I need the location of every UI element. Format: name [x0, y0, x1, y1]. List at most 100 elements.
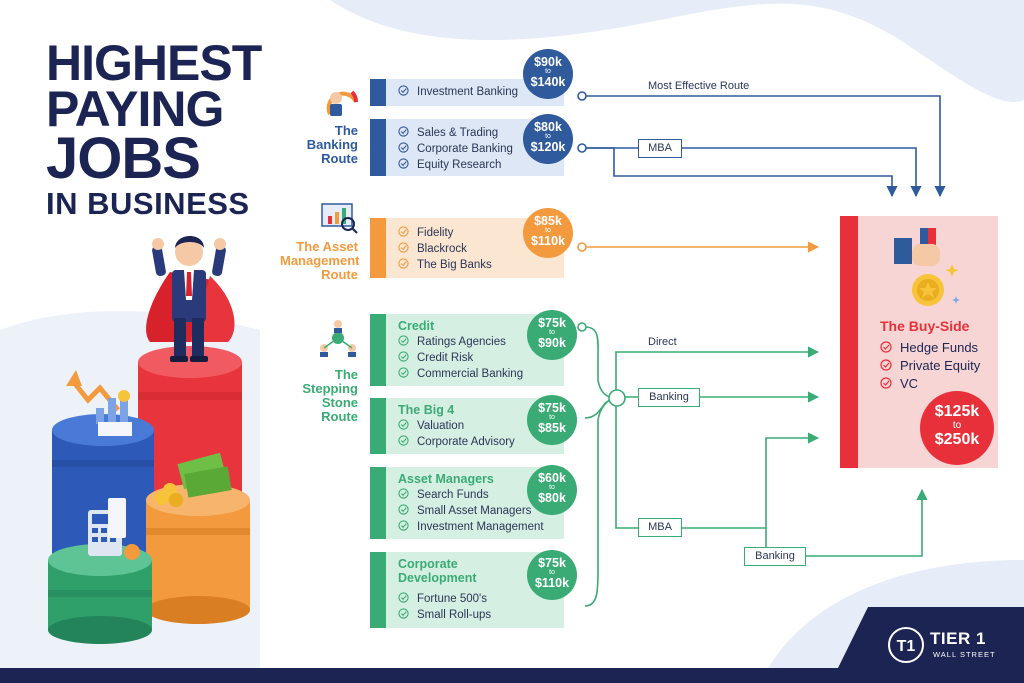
list-item: Corporate Banking	[398, 142, 513, 155]
asset-management-route-icon	[321, 203, 358, 234]
badge-high: $90k	[538, 336, 566, 350]
asset-route-label: The Asset Management Route	[280, 239, 360, 282]
stepping-route-label-line: Stone	[321, 395, 358, 410]
badge-high: $85k	[538, 421, 566, 435]
list-item-label: Investment Management	[417, 521, 544, 533]
title-line-paying: PAYING	[46, 81, 224, 137]
list-item: Fidelity	[398, 226, 453, 239]
buy-side-card: The Buy-Side Hedge Funds Private Equity …	[840, 216, 998, 468]
list-item-label: Small Asset Managers	[417, 505, 532, 517]
check-circle-icon	[398, 142, 409, 153]
banking-route-label-line: Route	[321, 151, 358, 166]
podium-illustration	[48, 236, 250, 644]
list-item-label: Corporate Advisory	[417, 436, 515, 448]
check-circle-icon	[398, 85, 409, 96]
mba-flow-box-lower: MBA	[638, 518, 682, 537]
list-item: Valuation	[398, 419, 464, 432]
check-circle-icon	[880, 341, 892, 353]
list-item-label: Private Equity	[900, 358, 981, 373]
card-heading-line: Development	[398, 571, 477, 585]
card-asset-management: Fidelity Blackrock The Big Banks	[370, 218, 564, 278]
page-title: HIGHEST PAYING JOBS IN BUSINESS	[46, 35, 262, 222]
banking-flow-box: Banking	[638, 388, 700, 407]
list-item-label: Small Roll-ups	[417, 609, 492, 621]
check-circle-icon	[398, 258, 409, 269]
badge-low: $75k	[538, 316, 566, 330]
check-circle-icon	[398, 126, 409, 137]
asset-route-label-line: Route	[321, 267, 358, 282]
badge-to: to	[549, 484, 555, 491]
banking-route-label-line: Banking	[306, 137, 358, 152]
list-item-label: VC	[900, 376, 919, 391]
check-circle-icon	[398, 226, 409, 237]
list-item-label: Blackrock	[417, 243, 467, 255]
badge-to: to	[545, 68, 551, 75]
stepping-route-label-line: Route	[321, 409, 358, 424]
badge-low: $60k	[538, 471, 566, 485]
list-item-label: Fortune 500's	[417, 593, 487, 605]
mba-flow-box: MBA	[638, 139, 682, 158]
list-item: Blackrock	[398, 242, 467, 255]
list-item-label: Investment Banking	[417, 86, 519, 98]
banking-route-icon	[326, 90, 358, 116]
check-circle-icon	[880, 377, 892, 389]
tier-1-logo-mark: T1	[897, 638, 916, 655]
check-circle-icon	[398, 608, 409, 619]
badge-high: $80k	[538, 491, 566, 505]
title-line-highest: HIGHEST	[46, 35, 262, 91]
list-item: Equity Research	[398, 158, 501, 171]
list-item-label: Fidelity	[417, 227, 454, 239]
stepping-route-label-line: The	[334, 367, 358, 382]
most-effective-route-label: Most Effective Route	[648, 80, 750, 92]
title-line-jobs: JOBS	[46, 126, 201, 191]
list-item: VC	[880, 376, 918, 391]
badge-high: $250k	[934, 431, 980, 448]
card-accent-bar	[370, 467, 386, 539]
badge-high: $120k	[530, 140, 566, 154]
list-item: Investment Banking	[398, 85, 518, 98]
card-accent-bar	[370, 218, 386, 278]
list-item: Credit Risk	[398, 351, 473, 364]
card-accent-bar	[840, 216, 858, 468]
badge-to: to	[545, 227, 551, 234]
list-item-label: Equity Research	[417, 159, 502, 171]
badge-to: to	[545, 133, 551, 140]
list-item-label: Commercial Banking	[417, 368, 524, 380]
asset-route-label-line: The Asset	[296, 239, 358, 254]
banking-flow-box-lower: Banking	[744, 547, 806, 566]
stepping-route-label-line: Stepping	[302, 381, 358, 396]
card-accent-bar	[370, 552, 386, 628]
buy-side-title: The Buy-Side	[880, 318, 970, 334]
asset-route-label-line: Management	[280, 253, 360, 268]
card-heading-line: Corporate	[398, 557, 458, 571]
card-accent-bar	[370, 398, 386, 454]
list-item: Private Equity	[880, 358, 980, 373]
list-item: Hedge Funds	[880, 340, 978, 355]
tier-1-logo-name: TIER 1	[930, 629, 986, 648]
tier-1-logo-panel: T1	[838, 607, 1024, 668]
check-circle-icon	[398, 435, 409, 446]
card-accent-bar	[370, 79, 386, 106]
badge-to: to	[549, 329, 555, 336]
stepping-stone-route-icon	[320, 320, 356, 357]
list-item: Search Funds	[398, 488, 489, 501]
tier-1-logo-subtitle: WALL STREET	[933, 650, 996, 659]
footer-bar	[0, 668, 1024, 683]
card-heading: Credit	[398, 319, 435, 333]
badge-to: to	[549, 569, 555, 576]
check-circle-icon	[398, 504, 409, 515]
check-circle-icon	[398, 335, 409, 346]
check-circle-icon	[398, 158, 409, 169]
banking-route-label: The Banking Route	[296, 124, 358, 166]
stepping-route-label: The Stepping Stone Route	[290, 368, 358, 424]
direct-flow-label: Direct	[648, 336, 677, 348]
list-item-label: Valuation	[417, 420, 465, 432]
check-circle-icon	[880, 359, 892, 371]
badge-low: $80k	[534, 120, 562, 134]
